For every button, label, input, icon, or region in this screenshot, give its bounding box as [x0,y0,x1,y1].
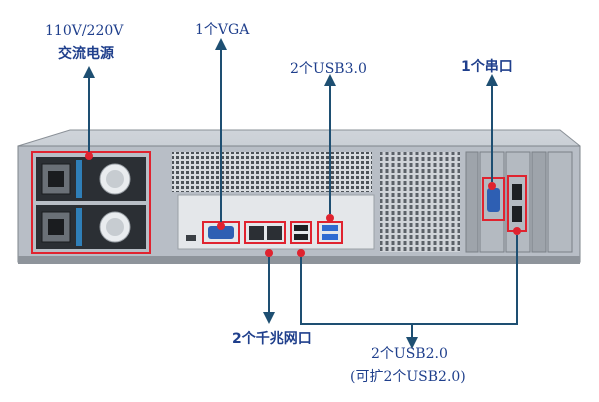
usb2-expansion-ports [507,175,527,235]
vga-port [202,221,240,244]
usb2-expand-note: (可扩2个USB2.0) [350,369,466,385]
side-vent-mesh [380,152,460,252]
usb3-ports [317,214,343,244]
lan-label: 2个千兆网口 [232,331,312,347]
usb2-ports [290,221,312,257]
top-vent-mesh [172,152,372,192]
power-supply-bay [31,151,151,254]
lan-ports [244,221,286,257]
usb2-callout-left [300,257,412,325]
serial-label: 1个串口 [461,59,513,75]
usb3-label: 2个USB3.0 [290,61,367,77]
usb2-label: 2个USB2.0 [371,346,448,362]
psu-marker-dot [85,152,93,160]
usb2-callout-right [412,235,518,325]
callout-lines [83,38,518,349]
expansion-slots [465,151,573,253]
power-supply-1 [36,157,146,201]
psu-voltage-label: 110V/220V [45,23,124,39]
vga-label: 1个VGA [195,22,250,38]
power-supply-2 [36,205,146,249]
psu-name-label: 交流电源 [58,46,114,62]
serial-port [482,177,505,221]
